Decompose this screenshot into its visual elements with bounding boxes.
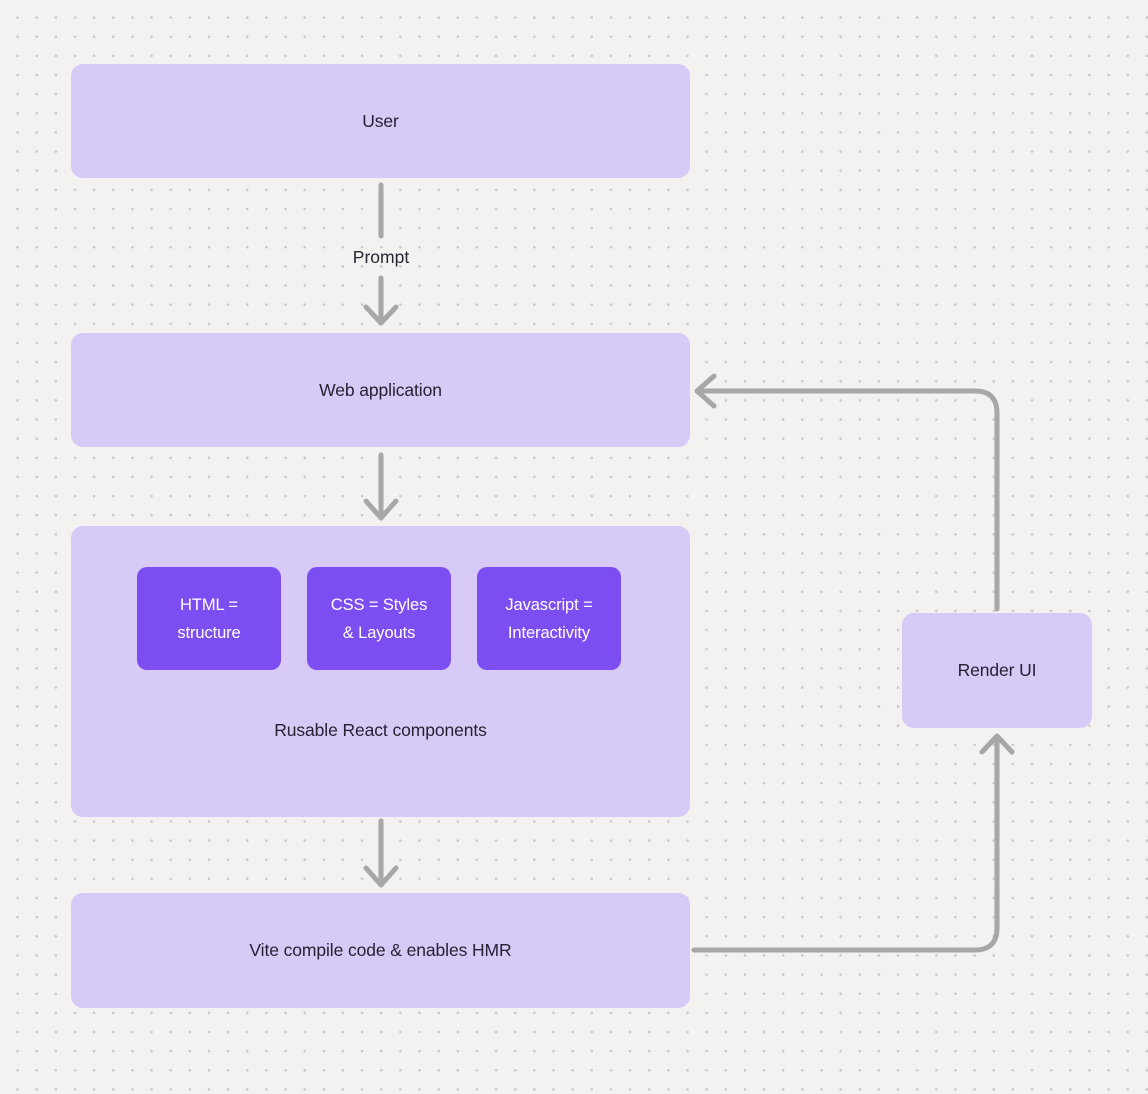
card-javascript-label: Javascript = Interactivity <box>505 595 593 642</box>
node-user-label: User <box>362 110 399 131</box>
edge-vite-renderui-line <box>691 734 1000 953</box>
edge-vite-renderui-arrowhead <box>979 733 1015 755</box>
node-components-container: HTML = structure CSS = Styles & Layouts … <box>71 526 690 817</box>
edge-label-prompt: Prompt <box>352 247 410 267</box>
node-vite-label: Vite compile code & enables HMR <box>249 940 512 960</box>
edge-components-vite-arrowhead <box>363 865 399 888</box>
edge-renderui-webapp-arrowhead <box>694 373 717 409</box>
card-css: CSS = Styles & Layouts <box>307 567 451 670</box>
node-web-application: Web application <box>71 333 690 447</box>
node-vite: Vite compile code & enables HMR <box>71 893 690 1008</box>
node-render-ui: Render UI <box>902 613 1092 728</box>
edge-webapp-components-arrowhead <box>363 498 399 521</box>
card-html-label: HTML = structure <box>177 595 241 642</box>
node-web-application-label: Web application <box>319 379 442 400</box>
components-caption: Rusable React components <box>274 720 487 740</box>
edge-prompt-webapp-arrowhead <box>363 304 399 326</box>
card-html: HTML = structure <box>137 567 281 670</box>
edge-renderui-webapp-line <box>697 388 1000 612</box>
card-javascript: Javascript = Interactivity <box>477 567 621 670</box>
card-css-label: CSS = Styles & Layouts <box>330 595 428 642</box>
node-user: User <box>71 64 690 178</box>
node-render-ui-label: Render UI <box>957 660 1037 680</box>
